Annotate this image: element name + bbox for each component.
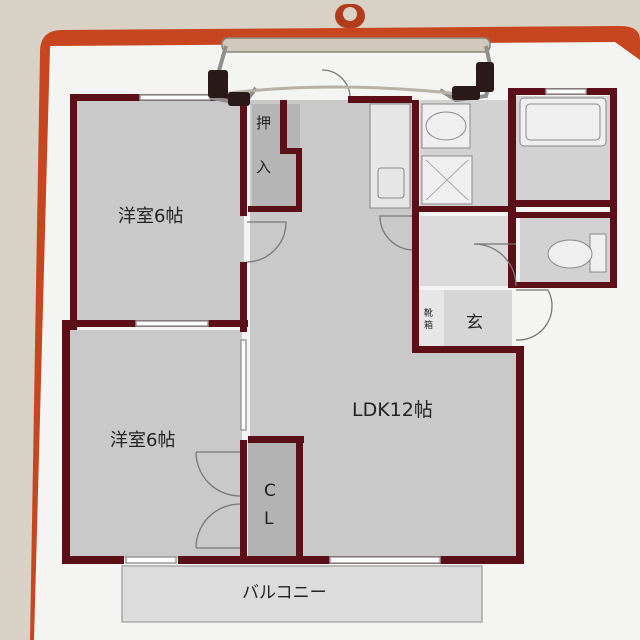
kitchen-counter bbox=[369, 103, 411, 209]
label-western-room-top: 洋室6帖 bbox=[118, 206, 183, 227]
balcony-outline bbox=[121, 565, 483, 623]
door-swings bbox=[195, 69, 553, 549]
label-oshiire-1: 押 bbox=[256, 114, 271, 132]
clipboard-clip bbox=[208, 37, 495, 107]
label-closet-2: L bbox=[264, 509, 274, 529]
clipboard-hole bbox=[343, 7, 357, 21]
label-closet-1: C bbox=[264, 481, 276, 501]
label-entrance: 玄 bbox=[466, 313, 483, 333]
label-balcony: バルコニー bbox=[242, 583, 327, 603]
washroom-fixtures bbox=[421, 103, 473, 205]
label-oshiire-2: 入 bbox=[256, 158, 271, 176]
label-western-room-bottom: 洋室6帖 bbox=[110, 430, 175, 451]
label-shoe-box-2: 箱 bbox=[424, 319, 433, 331]
bathtub bbox=[519, 97, 607, 147]
label-shoe-box-1: 靴 bbox=[424, 307, 433, 319]
label-ldk: LDK12帖 bbox=[352, 399, 433, 421]
closet-oshiire bbox=[252, 104, 300, 208]
toilet bbox=[547, 233, 607, 273]
room-fills bbox=[64, 96, 612, 622]
windows bbox=[125, 88, 587, 564]
